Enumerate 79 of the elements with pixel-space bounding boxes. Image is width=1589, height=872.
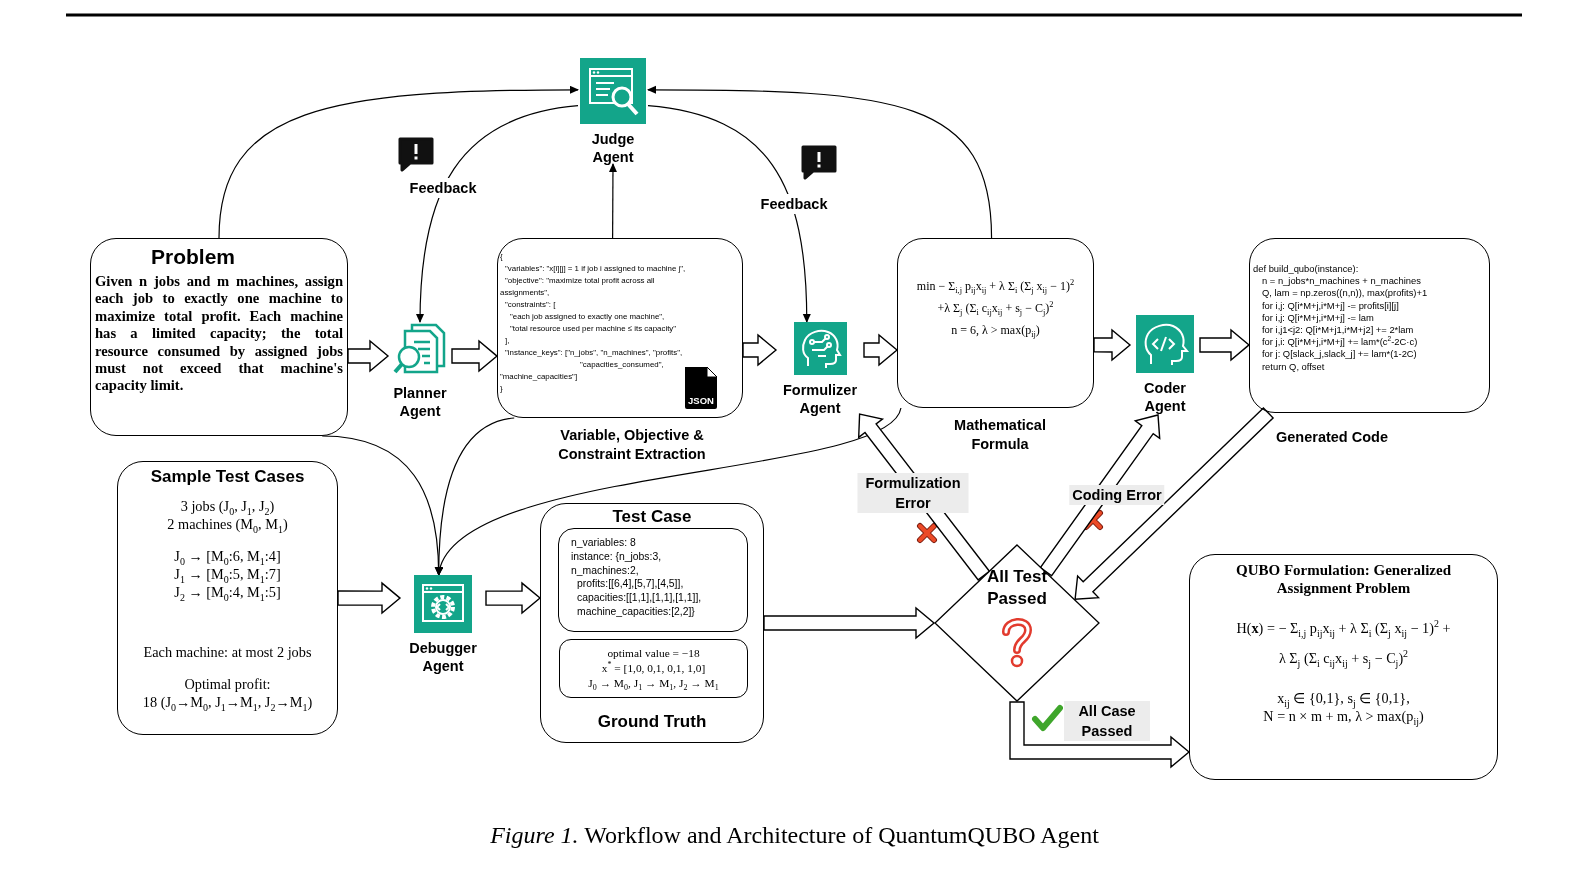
formula-line: x$_{ij}$ ∈ {0,1}, s$_{j}$ ∈ {0,1},	[1276, 689, 1411, 707]
card-heading: Sample Test Cases	[149, 467, 306, 487]
code-line: Q, lam = np.zeros((n,n)), max(profits)+1	[1261, 287, 1429, 300]
problem-card	[90, 238, 348, 436]
code-line: for i,j1<j2: Q[i*M+j1,i*M+j2] += 2*lam	[1261, 324, 1415, 336]
agent-label: Judge Agent	[590, 130, 636, 166]
ground-truth-line: x$^{*}$ = [1,0, 0,1, 0,1, 1,0]	[600, 661, 707, 676]
node-caption: Variable, Objective & Constraint Extraction	[557, 426, 707, 464]
decision-text: All Test Passed	[985, 566, 1049, 610]
agent-label: Debugger Agent	[408, 639, 478, 675]
block-arrow	[863, 333, 899, 367]
agent-label: Formulizer Agent	[781, 381, 859, 417]
test-case-line: 3 jobs (J$_{0}$, J$_{1}$, J$_{2}$)	[179, 497, 276, 515]
block-arrow	[1009, 701, 1191, 769]
formula-card	[897, 238, 1094, 408]
test-case-line: Optimal profit:	[183, 675, 272, 693]
formula-line: n = 6, λ > max(p$_{ij}$)	[950, 322, 1041, 341]
curved-arrow	[647, 85, 993, 239]
test-case-line: J$_{0}$ → [M$_{0}$:6, M$_{1}$:4]	[173, 547, 282, 565]
agent-label: Planner Agent	[392, 384, 448, 420]
instance-line: n_machines:2,	[571, 563, 640, 578]
formulation-card	[1189, 554, 1498, 780]
test-case-line: Each machine: at most 2 jobs	[142, 643, 313, 661]
curved-arrow	[647, 105, 811, 323]
instance-card	[558, 528, 748, 632]
block-arrow	[763, 606, 936, 640]
code-line: for i,j: Q[i*M+j,i*M+j] -= profits[i][j]	[1261, 299, 1400, 312]
formula-line: +λ Σ$_{j}$ (Σ$_{i}$ c$_{ij}$x$_{ij}$ + s$_{j}$ − C$_{j}$)$^{2}$	[936, 299, 1055, 319]
curved-arrow	[416, 105, 579, 323]
test-case-line: 2 machines (M$_{0}$, M$_{1}$)	[166, 515, 289, 533]
code-line: def build_qubo(instance):	[1253, 263, 1360, 276]
card-heading: Test Case	[611, 507, 693, 527]
instance-line: instance: {n_jobs:3,	[571, 549, 663, 564]
ground-truth-line: J$_{0}$ → M$_{0}$, J$_{1}$ → M$_{1}$, J$_{2}$ → M$_{1}$	[587, 676, 720, 691]
json-card	[497, 238, 743, 418]
edge-label: Formulization Error	[857, 473, 969, 513]
instance-line: machine_capacities:[2,2]}	[576, 605, 696, 619]
card-heading: Problem	[150, 245, 237, 269]
curved-arrow	[438, 407, 902, 576]
test-case-card	[540, 503, 764, 743]
file-type-label: JSON	[687, 395, 715, 406]
formula-line: min − Σ$_{i,j}$ p$_{ij}$x$_{ij}$ + λ Σ$_{i}$ (Σ$_{j}$ x$_{ij}$ − 1)$^{2}$	[915, 277, 1076, 297]
test-case-line: J$_{1}$ → [M$_{0}$:5, M$_{1}$:7]	[173, 565, 282, 583]
block-arrow	[337, 581, 402, 615]
block-arrow	[1093, 328, 1132, 362]
card-heading: QUBO Formulation: Generalized Assignment Problem	[1235, 561, 1452, 597]
card-heading: Ground Truth	[596, 712, 708, 732]
code-line: return Q, offset	[1261, 360, 1326, 373]
block-arrow	[451, 339, 499, 373]
instance-line: profits:[[6,4],[5,7],[4,5]],	[576, 577, 685, 592]
block-arrow	[1199, 328, 1251, 362]
formula-line: H(x) = − Σ$_{i,j}$ p$_{ij}$x$_{ij}$ + λ Σ$_{i}$ (Σ$_{j}$ x$_{ij}$ − 1)$^{2}$ +	[1235, 617, 1452, 641]
code-line: for i,j: Q[i*M+j,i*M+j] -= lam	[1261, 311, 1375, 324]
figure-caption: Figure 1. Workflow and Architecture of QuantumQUBO Agent	[489, 822, 1100, 849]
block-arrow	[485, 581, 542, 615]
instance-line: capacities:[[1,1],[1,1],[1,1]],	[576, 591, 703, 605]
instance-line: n_variables: 8	[571, 536, 637, 550]
test-cases-card	[117, 461, 338, 735]
code-line: for j: Q[slack_j,slack_j] += lam*(1-2C)	[1261, 348, 1418, 361]
curved-arrow	[218, 85, 579, 239]
formula-line: λ Σ$_{j}$ (Σ$_{i}$ c$_{ij}$x$_{ij}$ + s$_{j}$ − C$_{j}$)$^{2}$	[1277, 647, 1410, 671]
code-card	[1249, 238, 1490, 413]
block-arrow	[742, 333, 778, 367]
problem-statement: Given n jobs and m machines, assign each job to exactly one machine to maximize total profit. Each machine has a limited capacity; the total resource consumed by assigned jobs must not exceed that machine's capacity limit.	[95, 273, 343, 395]
block-arrow	[347, 339, 390, 373]
test-case-line: J$_{2}$ → [M$_{0}$:4, M$_{1}$:5]	[173, 583, 282, 601]
agent-label: Coder Agent	[1143, 379, 1187, 415]
arrow	[608, 163, 617, 239]
code-line: n = n_jobs*n_machines + n_machines	[1261, 275, 1422, 288]
ground-truth-card	[559, 639, 748, 698]
edge-label: Coding Error	[1069, 485, 1165, 505]
node-caption: Mathematical Formula	[953, 416, 1047, 454]
block-arrow	[1074, 407, 1275, 601]
edge-label: All Case Passed	[1064, 701, 1150, 741]
test-case-line: 18 (J$_{0}$→M$_{0}$, J$_{1}$→M$_{1}$, J$_{2}$→M$_{1}$)	[141, 693, 314, 711]
code-line: for j,i: Q[i*M+j,i*M+j] += lam*(c$^{2}$-2C·c)	[1261, 336, 1419, 349]
formula-line: N = n × m + m, λ > max(p$_{ij}$)	[1262, 708, 1425, 725]
ground-truth-line: optimal value = −18	[606, 646, 701, 661]
node-caption: Generated Code	[1275, 428, 1389, 447]
